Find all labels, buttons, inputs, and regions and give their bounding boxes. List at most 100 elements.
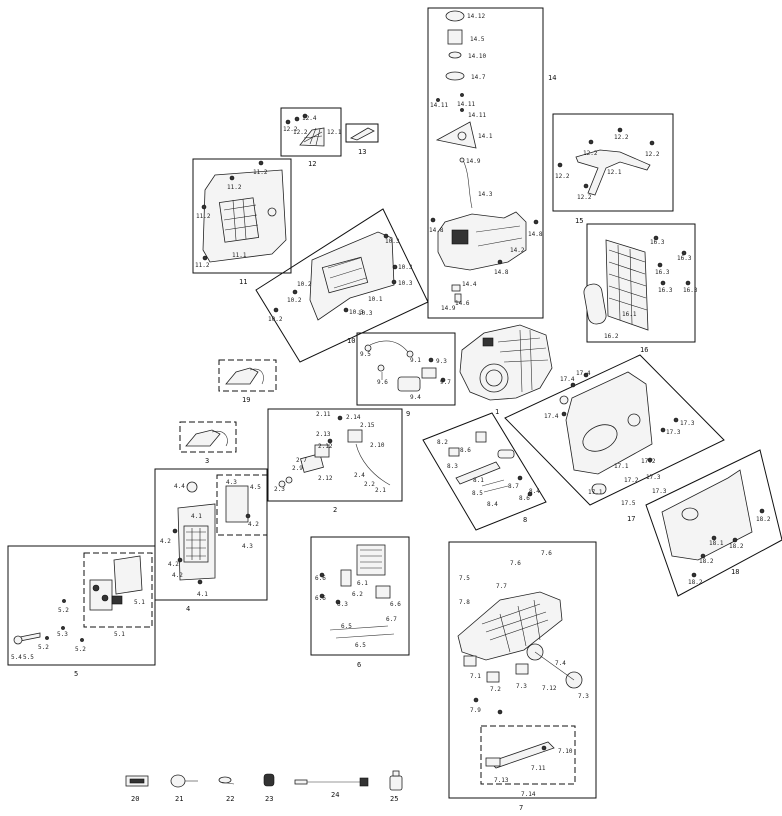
label-10-3-a: 10.3	[385, 238, 400, 245]
label-2-3: 2.3	[274, 486, 285, 493]
group-6-electronics: 6.1 6.6 6.6 6.2 6.3 6.6 6.7 6.5 6.5 6	[310, 536, 410, 669]
label-4-2-d: 4.2	[172, 572, 183, 579]
label-11-2-b: 11.2	[253, 169, 268, 176]
label-15-12-2-a: 12.2	[555, 173, 570, 180]
label-5-1-a: 5.1	[134, 599, 145, 606]
label-4-4: 4.4	[174, 483, 185, 490]
label-8-5: 8.5	[472, 490, 483, 497]
label-8-4-b: 8.4	[529, 488, 540, 495]
group-label-8-ctrl: 8	[523, 516, 527, 524]
label-6-6-b: 6.6	[315, 595, 326, 602]
label-7-12: 7.12	[542, 685, 557, 692]
group-label-12: 12	[308, 160, 316, 168]
group-label-10-panel: 10	[347, 337, 355, 345]
label-6-6-c: 6.6	[390, 601, 401, 608]
label-10-2-a: 10.2	[297, 281, 312, 288]
label-7-3-b: 7.3	[578, 693, 589, 700]
group-label-6: 6	[357, 661, 361, 669]
group-2: 2.11 2.14 2.15 2.13 2.12 2.7 2.9 2.3 2.1…	[267, 408, 403, 514]
label-18-2-a: 18.2	[756, 516, 771, 523]
label-5-2-b: 5.2	[75, 646, 86, 653]
group-9: 9.5 9.1 9.3 9.6 9.4 9.7 9	[356, 332, 456, 418]
label-17-4-b: 17.4	[576, 370, 591, 377]
label-5-2-c: 5.2	[38, 644, 49, 651]
group-16-grille: 16.3 16.3 16.3 16.3 16.3 16.1 16.2 16	[583, 223, 698, 354]
label-10-3-c: 10.3	[398, 280, 413, 287]
group-label-17: 17	[627, 515, 635, 523]
group-10-side-panel: 10.3 10.3 10.3 10.2 10.2 10.3 10.1 10.3 …	[255, 208, 429, 363]
label-16-3-d: 16.3	[658, 287, 673, 294]
label-12-2-a: 12.2	[283, 126, 298, 133]
group-3: 3	[179, 421, 237, 465]
label-14-11-c: 14.11	[468, 112, 486, 119]
label-7-10: 7.10	[558, 748, 573, 755]
group-17-panel: 17.4 17.4 17.4 17.3 17.3 17.1 17.1 17.2 …	[504, 354, 725, 523]
label-4-3-b: 4.3	[242, 543, 253, 550]
label-7-6-b: 7.6	[510, 560, 521, 567]
label-11-1: 11.1	[232, 252, 247, 259]
group-label-5: 5	[74, 670, 78, 678]
battery-charger-icon	[125, 775, 149, 787]
label-18-2-c: 18.2	[699, 558, 714, 565]
label-11-2-a: 11.2	[227, 184, 242, 191]
label-6-5-a: 6.5	[341, 623, 352, 630]
group-15-frame: 12.2 12.2 12.2 12.2 12.1 12.2 15	[552, 113, 674, 225]
label-10-3-e: 10.3	[358, 310, 373, 317]
label-5-5: 5.5	[23, 654, 34, 661]
group-label-15: 15	[575, 217, 583, 225]
accessory-label-22: 22	[226, 795, 234, 803]
label-15-12-1: 12.1	[607, 169, 622, 176]
accessory-label-21: 21	[175, 795, 183, 803]
label-5-1-b: 5.1	[114, 631, 125, 638]
label-4-1-b: 4.1	[197, 591, 208, 598]
label-17-2-b: 17.2	[624, 477, 639, 484]
group-label-16: 16	[640, 346, 648, 354]
label-17-3-a: 17.3	[680, 420, 695, 427]
group-1-engine: 1	[459, 324, 553, 416]
label-2-4: 2.4	[354, 472, 365, 479]
label-7-4: 7.4	[555, 660, 566, 667]
label-6-5-b: 6.5	[355, 642, 366, 649]
funnel-icon	[170, 774, 198, 788]
label-17-5: 17.5	[621, 500, 636, 507]
label-14-4: 14.4	[462, 281, 477, 288]
label-2-15: 2.15	[360, 422, 375, 429]
label-6-2: 6.2	[352, 591, 363, 598]
label-6-3: 6.3	[337, 601, 348, 608]
label-7-1: 7.1	[470, 673, 481, 680]
label-17-1-b: 17.1	[588, 489, 603, 496]
label-7-5: 7.5	[459, 575, 470, 582]
label-2-7: 2.7	[296, 457, 307, 464]
label-2-13: 2.13	[316, 431, 331, 438]
group-8: 8.2 8.3 8.6 8.1 8.5 8.4 8.7 8.6 8.4 8	[422, 412, 547, 531]
label-12-1: 12.1	[327, 129, 342, 136]
label-14-6: 14.6	[455, 300, 470, 307]
label-5-3-a: 5.3	[57, 631, 68, 638]
label-8-4-a: 8.4	[487, 501, 498, 508]
group-label-7: 7	[519, 804, 523, 812]
label-8-1: 8.1	[473, 477, 484, 484]
group-label-14: 14	[548, 74, 556, 82]
group-4-front-panel: 4.4 4.2 4.1 4.2 4.3 4.5 4.2 4.2 4.1 4.3 …	[154, 468, 268, 613]
label-9-5: 9.5	[360, 351, 371, 358]
label-4-5: 4.5	[250, 484, 261, 491]
label-14-5: 14.5	[470, 36, 485, 43]
label-5-4: 5.4	[11, 654, 22, 661]
label-15-12-2-c: 12.2	[614, 134, 629, 141]
label-17-3-c: 17.3	[646, 474, 661, 481]
group-label-19: 19	[242, 396, 250, 404]
label-8-2: 8.2	[437, 439, 448, 446]
label-15-12-2-d: 12.2	[645, 151, 660, 158]
label-8-6-b: 8.6	[519, 495, 530, 502]
group-label-4: 4	[186, 605, 190, 613]
label-10-1: 10.1	[368, 296, 383, 303]
group-12: 12.2 12.4 12.2 12.1 12	[280, 107, 342, 168]
group-label-18-panel: 18	[731, 568, 739, 576]
label-16-3-c: 16.3	[655, 269, 670, 276]
label-2-12-a: 2.12	[318, 443, 333, 450]
label-14-10: 14.10	[468, 53, 486, 60]
label-17-2-a: 17.2	[641, 458, 656, 465]
group-label-9: 9	[406, 410, 410, 418]
label-9-3: 9.3	[436, 358, 447, 365]
accessories: 20 21 22 23 24 25	[125, 770, 403, 803]
